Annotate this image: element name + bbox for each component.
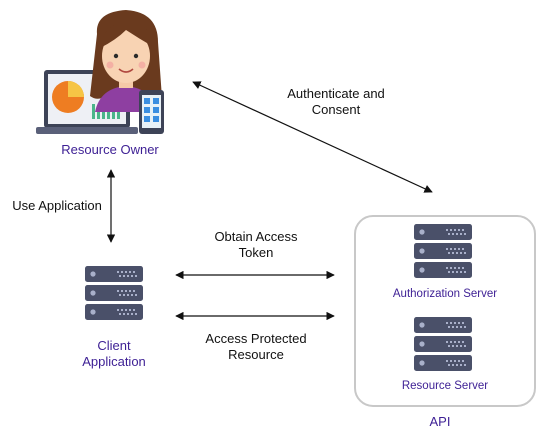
authorization-server-icon xyxy=(414,224,472,278)
resource-owner-icon xyxy=(36,10,164,134)
authenticate-arrow xyxy=(192,81,433,193)
authorization-server-label: Authorization Server xyxy=(392,288,498,300)
authenticate-label-line2: Consent xyxy=(311,102,361,117)
access-label-line2: Resource xyxy=(228,347,284,362)
client-application-label: Client Application xyxy=(54,338,174,370)
access-label-line1: Access Protected xyxy=(205,331,307,346)
api-label: API xyxy=(429,414,451,429)
client-label-line2: Application xyxy=(82,354,146,369)
access-resource-label: Access Protected Resource xyxy=(186,331,326,363)
obtain-token-label: Obtain Access Token xyxy=(186,229,326,261)
resource-owner-label: Resource Owner xyxy=(61,142,159,157)
client-label-line1: Client xyxy=(97,338,131,353)
obtain-label-line1: Obtain Access xyxy=(214,229,298,244)
resource-server-icon xyxy=(414,317,472,371)
resource-server-label: Resource Server xyxy=(401,380,489,392)
authenticate-consent-label: Authenticate and Consent xyxy=(266,86,406,118)
api-container xyxy=(354,215,536,407)
client-server-icon xyxy=(85,266,143,320)
use-application-label: Use Application xyxy=(12,198,102,213)
obtain-label-line2: Token xyxy=(238,245,274,260)
authenticate-label-line1: Authenticate and xyxy=(287,86,385,101)
